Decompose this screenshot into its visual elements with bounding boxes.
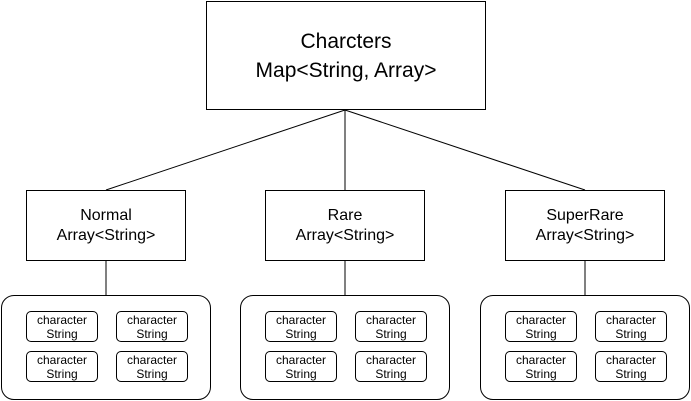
item-superrare-3: character String [505, 351, 577, 382]
item-normal-2: character String [116, 311, 188, 342]
item-superrare-2: character String [595, 311, 667, 342]
item-name: character [36, 312, 88, 327]
category-name: Normal [80, 206, 132, 224]
item-superrare-1: character String [505, 311, 577, 342]
category-name: SuperRare [546, 206, 624, 224]
item-name: character [36, 352, 88, 367]
item-type: String [615, 326, 647, 341]
connector-root-superrare [344, 109, 586, 191]
group-normal: character String character String charac… [1, 295, 211, 400]
item-rare-1: character String [265, 311, 337, 342]
item-name: character [515, 352, 567, 367]
group-rare: character String character String charac… [240, 295, 450, 400]
item-type: String [615, 366, 647, 381]
item-name: character [275, 352, 327, 367]
item-rare-2: character String [355, 311, 427, 342]
item-type: String [375, 366, 407, 381]
category-type: Array<String> [295, 226, 395, 244]
item-normal-1: character String [26, 311, 98, 342]
item-name: character [515, 312, 567, 327]
item-name: character [126, 352, 178, 367]
item-superrare-4: character String [595, 351, 667, 382]
item-type: String [46, 326, 78, 341]
item-type: String [136, 326, 168, 341]
item-normal-3: character String [26, 351, 98, 382]
item-name: character [365, 352, 417, 367]
item-rare-4: character String [355, 351, 427, 382]
connector-root-normal [105, 109, 346, 191]
root-title: Charcters [300, 29, 392, 53]
item-type: String [285, 326, 317, 341]
item-name: character [275, 312, 327, 327]
category-rare: Rare Array<String> [265, 190, 425, 261]
category-normal: Normal Array<String> [26, 190, 186, 261]
item-type: String [136, 366, 168, 381]
item-type: String [285, 366, 317, 381]
category-type: Array<String> [535, 226, 635, 244]
item-type: String [525, 366, 557, 381]
item-rare-3: character String [265, 351, 337, 382]
item-type: String [375, 326, 407, 341]
category-type: Array<String> [56, 226, 156, 244]
item-name: character [365, 312, 417, 327]
root-node: Charcters Map<String, Array> [206, 1, 486, 110]
root-type: Map<String, Array> [255, 58, 437, 82]
group-superrare: character String character String charac… [480, 295, 690, 400]
item-type: String [46, 366, 78, 381]
item-name: character [605, 312, 657, 327]
item-type: String [525, 326, 557, 341]
item-normal-4: character String [116, 351, 188, 382]
item-name: character [605, 352, 657, 367]
category-superrare: SuperRare Array<String> [505, 190, 665, 261]
item-name: character [126, 312, 178, 327]
category-name: Rare [327, 206, 363, 224]
